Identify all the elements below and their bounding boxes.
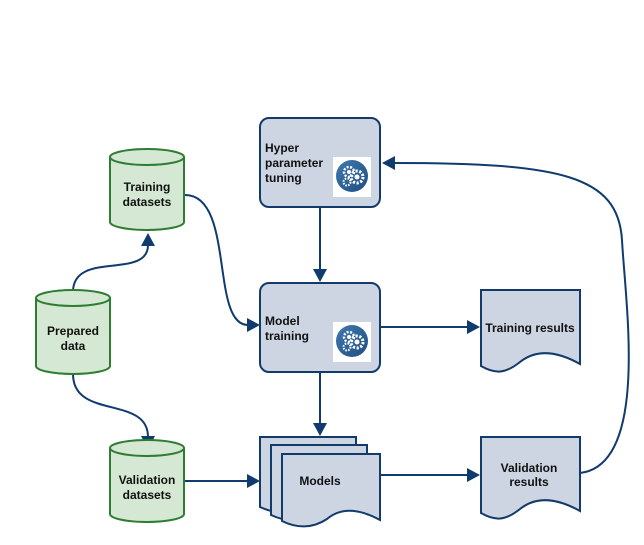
node-label: Models (299, 474, 341, 488)
arrowhead (247, 318, 260, 332)
node-label: Validation (501, 461, 558, 475)
node-label: Hyper (265, 141, 299, 155)
node-label: results (509, 475, 549, 489)
gears-icon (333, 157, 371, 197)
arrowhead (313, 269, 327, 282)
arrowhead (141, 233, 155, 246)
edge-model-to-models (313, 372, 327, 436)
node-training-datasets[interactable]: Training datasets (109, 148, 185, 231)
node-training-results[interactable]: Training results (480, 289, 581, 373)
document-layer (281, 453, 381, 528)
node-label: parameter (265, 156, 323, 170)
node-label: Model (265, 314, 300, 328)
node-models[interactable]: Models (259, 436, 381, 528)
node-label: data (61, 339, 86, 353)
node-label: Training results (485, 321, 575, 335)
node-model-training[interactable]: Model training (259, 282, 381, 373)
edge-training-to-model (184, 194, 260, 332)
edge-models-to-validation-results (380, 468, 480, 482)
edge-validation-results-to-hyper (382, 156, 630, 474)
node-prepared-data[interactable]: Prepared data (35, 289, 111, 375)
edge-validation-datasets-to-models (185, 474, 260, 488)
node-label: datasets (123, 195, 172, 209)
arrowhead (382, 156, 395, 170)
node-label: Training (124, 180, 171, 194)
arrowhead (247, 474, 260, 488)
node-label: training (265, 329, 309, 343)
arrowhead (467, 468, 480, 482)
arrowhead (467, 320, 480, 334)
node-label: datasets (123, 488, 172, 502)
edge-prepared-to-validation (72, 373, 155, 449)
edge-prepared-to-training (72, 233, 155, 293)
node-label: Validation (119, 473, 176, 487)
edge-model-to-training-results (380, 320, 480, 334)
node-hyper-parameter-tuning[interactable]: Hyper parameter tuning (259, 117, 381, 208)
node-label: tuning (265, 171, 302, 185)
arrowhead (313, 423, 327, 436)
edge-hyper-to-model (313, 207, 327, 282)
node-validation-results[interactable]: Validation results (480, 436, 581, 520)
node-label: Prepared (47, 324, 99, 338)
node-validation-datasets[interactable]: Validation datasets (109, 439, 185, 523)
gears-icon (333, 322, 371, 362)
